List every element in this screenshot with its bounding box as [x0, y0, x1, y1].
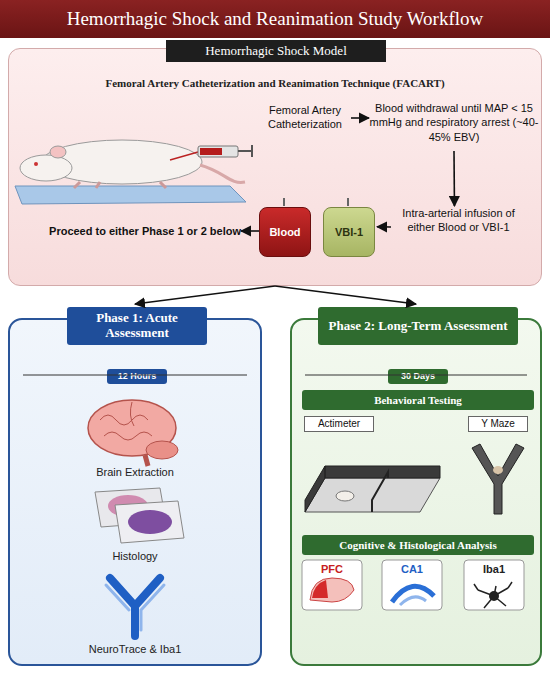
divider-line [305, 375, 527, 376]
pfc-icon-frame [302, 560, 362, 610]
catheter-line [170, 152, 198, 160]
step-text: Proceed to either Phase 1 or 2 below [31, 223, 241, 239]
y-maze-icon [472, 444, 524, 514]
phase-panel: Phase 2: Long-Term Assessment30 DaysBeha… [290, 318, 542, 666]
icon-caption: Brain Extraction [65, 466, 205, 478]
mouse-icon [493, 466, 503, 474]
step-label: Femoral Artery Catheterization [259, 103, 351, 132]
surgical-mat [15, 186, 246, 204]
infusion-bags: BloodVBI-1 [259, 201, 377, 261]
title-banner: Hemorrhagic Shock and Reanimation Study … [0, 0, 550, 38]
step-text: Femoral Artery Catheterization [259, 103, 351, 133]
histology-slide [115, 501, 184, 543]
section-bar: Cognitive & Histological Analysis [302, 535, 534, 555]
microglia-soma [489, 591, 499, 601]
actimeter-divider [372, 472, 388, 512]
antibody-icon [110, 578, 160, 636]
ca1-icon-frame [382, 560, 442, 610]
microglia-processes [474, 582, 512, 608]
step-label: Proceed to either Phase 1 or 2 below [31, 223, 241, 239]
rat-tail [200, 165, 245, 182]
tissue-section [108, 495, 148, 517]
step-label: Blood withdrawal until MAP < 15 mmHg and… [369, 101, 539, 144]
time-pill: 30 Days [388, 369, 448, 384]
test-label: Actimeter [305, 417, 373, 431]
vbi-bag: VBI-1 [323, 207, 375, 257]
rat-body [42, 140, 202, 184]
phase-heading: Phase 2: Long-Term Assessment [318, 307, 518, 345]
rat-ear [50, 146, 66, 158]
region-label: CA1 [384, 563, 440, 575]
marker-label: Iba1 [466, 563, 522, 575]
actimeter-floor [305, 478, 440, 512]
time-pill: 12 Hours [107, 369, 167, 384]
actimeter-walls [305, 466, 440, 512]
section-group: Cognitive & Histological Analysis [302, 535, 534, 662]
rat-paws [74, 182, 166, 188]
phase-heading: Phase 1: Acute Assessment [67, 307, 207, 345]
step-label: Intra-arterial infusion of either Blood … [391, 206, 526, 235]
blood-bag: Blood [259, 207, 311, 257]
region-label: PFC [304, 563, 360, 575]
mouse-icon [336, 491, 354, 501]
flow-arrow [351, 117, 369, 119]
rat-eye [34, 162, 38, 166]
step-text: Intra-arterial infusion of either Blood … [391, 206, 526, 248]
flow-arrow [275, 286, 416, 304]
flow-arrow [135, 286, 275, 304]
divider-line [23, 375, 247, 376]
section-group: Behavioral TestingActimeter Y Maze [302, 390, 534, 527]
test-label: Y Maze [469, 417, 527, 431]
brain-folds [100, 402, 152, 440]
bag-tubes [284, 198, 348, 206]
test-label-box: Y Maze [468, 416, 528, 432]
flow-arrow [241, 230, 259, 232]
antibody-highlight [106, 585, 164, 630]
flow-arrow [453, 151, 455, 206]
pfc-brain [310, 578, 354, 602]
panel-subtitle: Femoral Artery Catheterization and Reani… [9, 77, 541, 89]
section-bar: Behavioral Testing [302, 390, 534, 410]
brain-stem [145, 455, 148, 466]
icon-caption: NeuroTrace & Iba1 [55, 643, 215, 655]
step-text: Blood withdrawal until MAP < 15 mmHg and… [369, 101, 539, 151]
syringe-barrel [198, 146, 238, 157]
brain-cerebellum [146, 441, 178, 459]
rat-head [20, 155, 72, 181]
tissue-section [128, 510, 172, 534]
brain-icon [88, 400, 176, 456]
histology-slide [95, 488, 166, 527]
pfc-region [312, 580, 328, 598]
syringe-blood [200, 148, 222, 155]
syringe-plunger [238, 145, 252, 157]
icon-caption: Histology [65, 550, 205, 562]
test-label-box: Actimeter [304, 416, 374, 432]
flow-arrow [377, 226, 391, 228]
phase-panel: Phase 1: Acute Assessment12 Hours [8, 318, 262, 666]
hippocampus-dg [400, 597, 426, 605]
hippocampus-ca1 [392, 586, 434, 602]
model-panel: Hemorrhagic Shock ModelFemoral Artery Ca… [8, 48, 542, 286]
panel-heading: Hemorrhagic Shock Model [166, 40, 386, 62]
iba1-icon-frame [464, 560, 524, 610]
